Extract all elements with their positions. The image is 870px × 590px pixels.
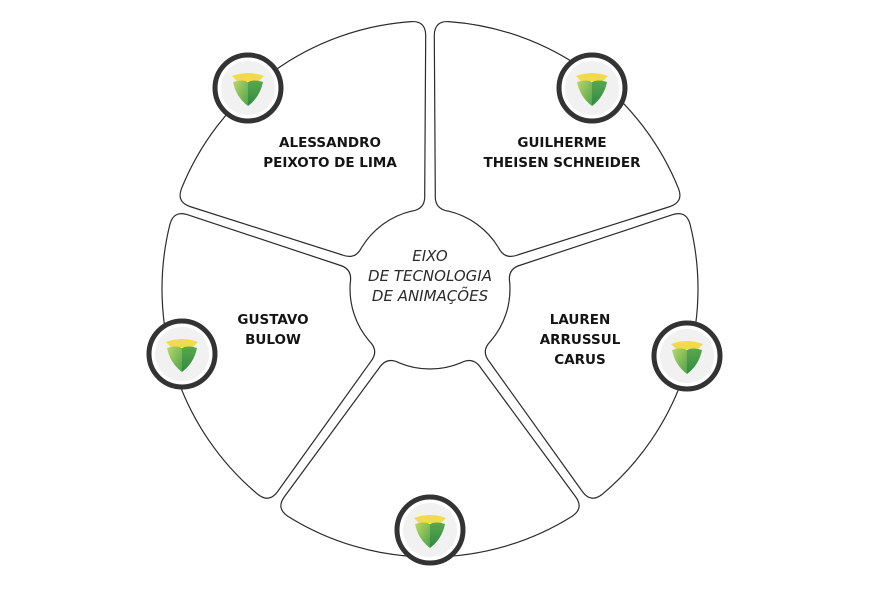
badge-top-left: [212, 52, 284, 124]
center-title-line: DE ANIMAÇÕES: [371, 287, 489, 305]
segment-bottom: [280, 359, 580, 558]
member-name-line: BULOW: [245, 332, 301, 348]
badge-top-right: [556, 52, 628, 124]
member-name-line: PEIXOTO DE LIMA: [263, 155, 397, 171]
center-title: EIXO DE TECNOLOGIA DE ANIMAÇÕES: [345, 246, 515, 306]
member-name-line: GUSTAVO: [237, 312, 309, 328]
shield-logo-icon: [576, 73, 608, 106]
member-name-line: CARUS: [554, 352, 606, 368]
segment-top-left: [179, 20, 427, 258]
segment-left: [161, 213, 376, 499]
member-name-line: GUILHERME: [517, 135, 607, 151]
member-name-right: LAUREN ARRUSSUL CARUS: [525, 310, 635, 370]
badge-bottom: [394, 494, 466, 566]
member-name-left: GUSTAVO BULOW: [218, 310, 328, 350]
member-name-top-right: GUILHERME THEISEN SCHNEIDER: [472, 133, 652, 173]
badge-right: [651, 320, 723, 392]
center-hub: [360, 219, 500, 359]
center-title-line: EIXO: [412, 247, 448, 265]
member-name-line: ARRUSSUL: [539, 332, 621, 348]
shield-logo-icon: [166, 339, 198, 372]
shield-logo-icon: [232, 73, 264, 106]
member-name-line: THEISEN SCHNEIDER: [483, 155, 641, 171]
badge-left: [146, 318, 218, 390]
member-name-line: ALESSANDRO: [279, 135, 381, 151]
member-name-line: LAUREN: [549, 312, 611, 328]
segment-top-right: [433, 20, 681, 258]
shield-logo-icon: [414, 515, 446, 548]
segment-right: [484, 213, 699, 499]
shield-logo-icon: [671, 341, 703, 374]
center-title-line: DE TECNOLOGIA: [368, 267, 492, 285]
member-name-top-left: ALESSANDRO PEIXOTO DE LIMA: [250, 133, 410, 173]
